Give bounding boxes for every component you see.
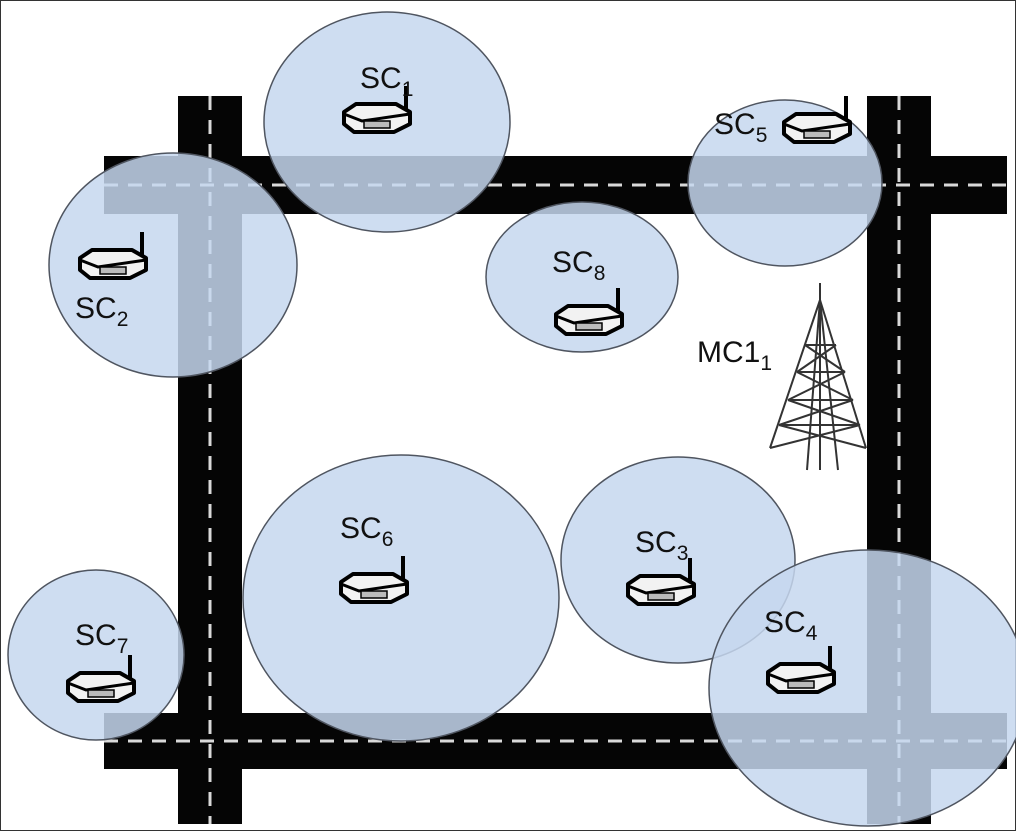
label-sc2: SC2	[75, 292, 128, 331]
label-sc8: SC8	[552, 246, 605, 285]
coverage-circle-sc7	[7, 569, 185, 741]
label-sc4: SC4	[764, 606, 818, 645]
coverage-areas	[7, 11, 1016, 827]
coverage-circle-sc4	[708, 549, 1016, 827]
label-sc5: SC5	[714, 108, 767, 147]
label-sc7: SC7	[75, 619, 128, 658]
label-macro-cell: MC11	[697, 336, 772, 375]
cell-tower-icon	[769, 283, 867, 471]
label-sc1: SC1	[360, 62, 413, 101]
label-sc6: SC6	[340, 512, 393, 551]
coverage-circle-sc8	[485, 201, 679, 353]
label-sc3: SC3	[635, 526, 688, 565]
coverage-circle-sc2	[48, 152, 298, 378]
